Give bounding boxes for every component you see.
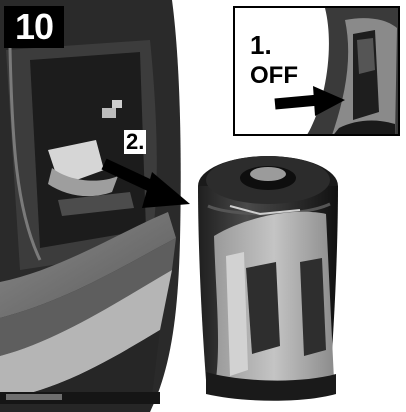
off-arrow xyxy=(274,86,345,116)
inset-step-label: 1. xyxy=(250,30,272,60)
switch-detail-illustration xyxy=(274,8,398,134)
open-housing xyxy=(0,0,181,412)
removal-step-label: 2. xyxy=(124,129,147,154)
switch-detail-inset xyxy=(233,6,400,136)
removal-arrow xyxy=(101,158,190,208)
laser-module xyxy=(198,156,338,401)
step-number-badge: 10 xyxy=(4,6,64,48)
off-label: OFF xyxy=(250,62,298,89)
